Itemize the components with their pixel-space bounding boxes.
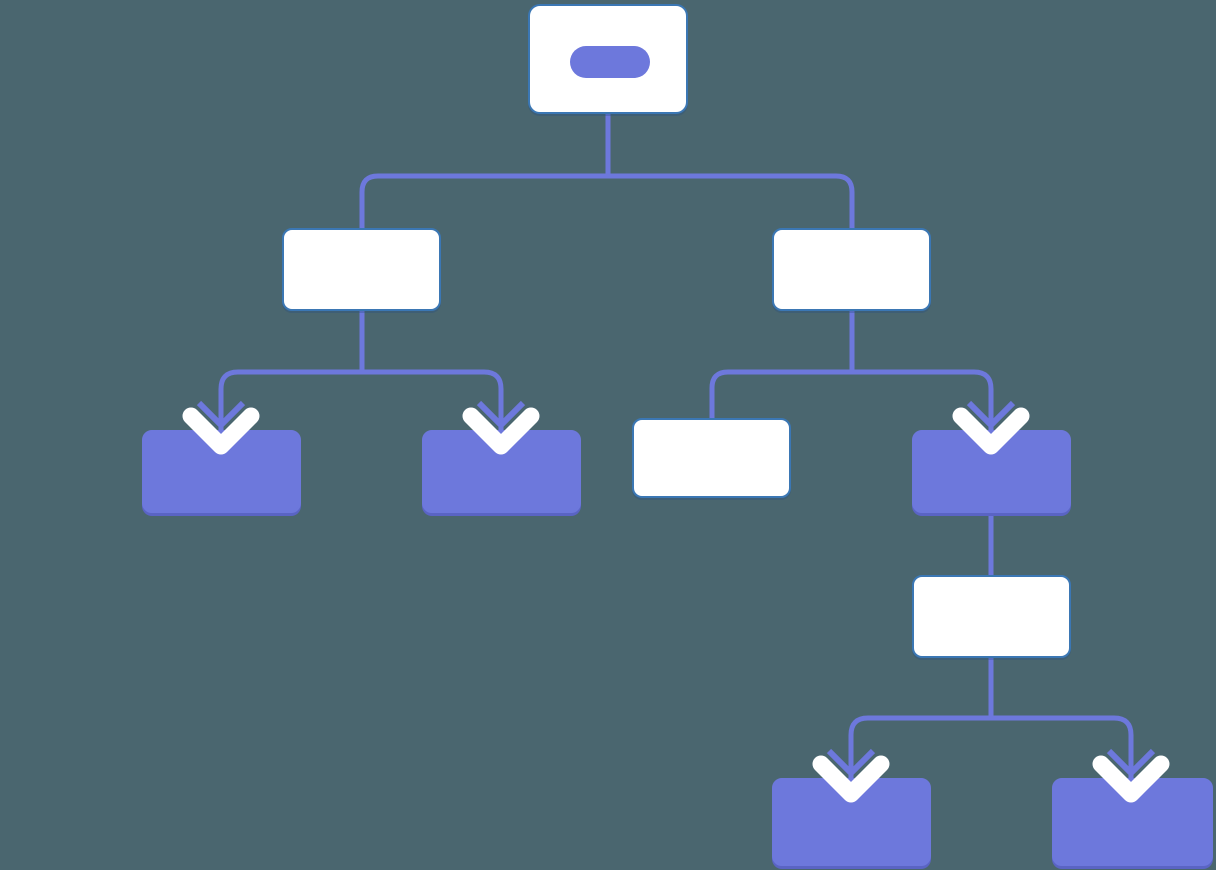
node-n1-pill-decoration	[570, 46, 650, 78]
node-n8[interactable]	[912, 575, 1071, 658]
node-n6[interactable]	[632, 418, 791, 498]
node-n9[interactable]	[772, 778, 931, 866]
node-n7[interactable]	[912, 430, 1071, 513]
node-n10[interactable]	[1052, 778, 1213, 866]
node-n3[interactable]	[772, 228, 931, 311]
node-n5[interactable]	[422, 430, 581, 513]
node-n1-root[interactable]	[528, 4, 688, 114]
node-n4[interactable]	[142, 430, 301, 513]
node-n2[interactable]	[282, 228, 441, 311]
